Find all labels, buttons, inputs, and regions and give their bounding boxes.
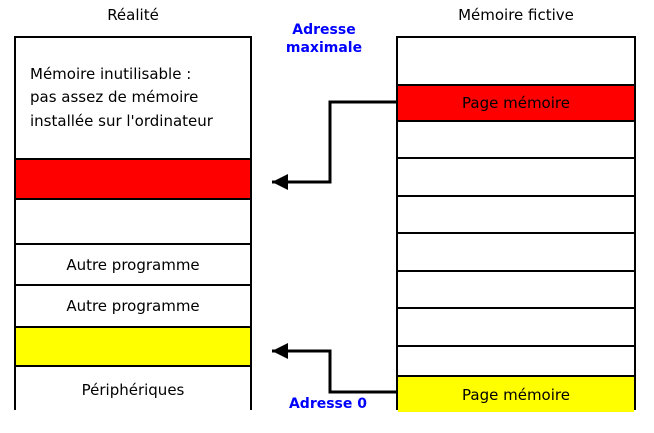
reality-row-label: Autre programme — [66, 297, 200, 315]
right-column-title: Mémoire fictive — [458, 6, 574, 24]
arrow-upper-path — [272, 100, 396, 184]
address-max-line1: Adresse — [292, 22, 356, 38]
reality-row-label: Périphériques — [81, 380, 185, 399]
reality-row-label: Mémoire inutilisable :pas assez de mémoi… — [30, 65, 213, 130]
fictive-memory-row: Page mémoire — [398, 375, 634, 412]
fictive-memory-row — [398, 195, 634, 232]
reality-row: Périphériques — [16, 365, 250, 412]
reality-row: Autre programme — [16, 243, 250, 284]
fictive-memory-row — [398, 232, 634, 270]
fictive-memory-row — [398, 120, 634, 157]
reality-row-label: Autre programme — [66, 255, 200, 274]
reality-row: Mémoire inutilisable :pas assez de mémoi… — [16, 38, 250, 158]
fictive-memory-row — [398, 38, 634, 84]
fictive-memory-row — [398, 307, 634, 345]
fictive-memory-row — [398, 345, 634, 375]
reality-row — [16, 198, 250, 243]
arrow-upper-head — [272, 174, 288, 190]
fictive-memory-row-label: Page mémoire — [462, 385, 570, 404]
reality-row — [16, 158, 250, 198]
reality-row — [16, 326, 250, 365]
address-max-line2: maximale — [285, 39, 363, 56]
address-zero-label: Adresse 0 — [288, 396, 368, 412]
reality-row: Autre programme — [16, 284, 250, 326]
fictive-memory-row — [398, 270, 634, 307]
arrow-lower-path — [272, 349, 396, 394]
left-column-title: Réalité — [107, 6, 159, 24]
arrow-lower-head — [272, 343, 288, 359]
fictive-memory-row: Page mémoire — [398, 84, 634, 120]
fictive-memory-row — [398, 157, 634, 195]
address-max-label: Adresse maximale — [268, 22, 380, 57]
fictive-memory-row-label: Page mémoire — [462, 94, 570, 112]
reality-column: Mémoire inutilisable :pas assez de mémoi… — [14, 36, 252, 412]
